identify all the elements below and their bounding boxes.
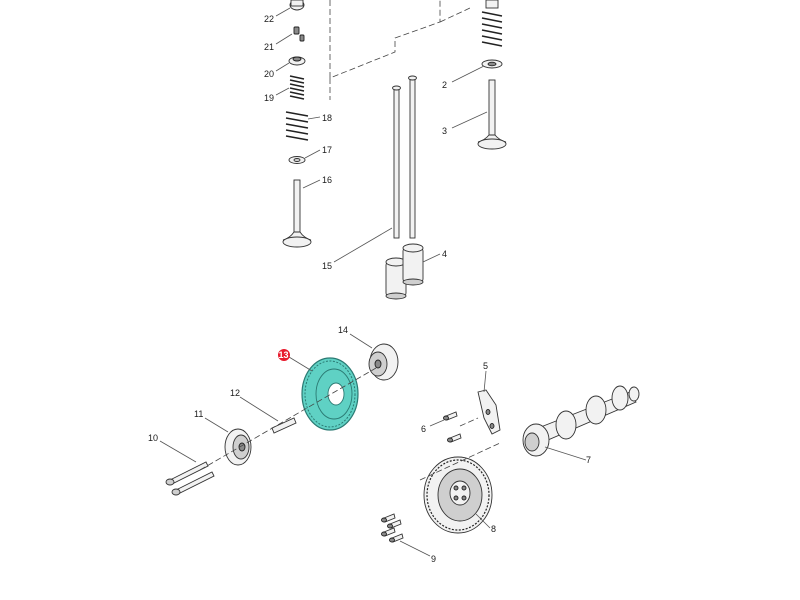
- thrust-flange[interactable]: [224, 428, 252, 466]
- valve-cap[interactable]: [289, 0, 305, 11]
- spring-retainer[interactable]: [288, 56, 306, 66]
- callout-6: 6: [421, 424, 426, 434]
- callout-13-highlighted: 13: [278, 349, 290, 361]
- leader-lines: [159, 7, 587, 557]
- bracket-bolts[interactable]: [443, 411, 462, 443]
- valve-right[interactable]: [477, 79, 507, 150]
- gear-hub[interactable]: [368, 343, 399, 381]
- idler-gear-highlighted[interactable]: [301, 357, 359, 431]
- callout-12: 12: [230, 388, 240, 398]
- callout-18: 18: [322, 113, 332, 123]
- callout-13: 13: [279, 350, 289, 360]
- callout-20: 20: [264, 69, 274, 79]
- valve-assembly-right: [477, 0, 507, 150]
- right-spring-seat[interactable]: [481, 59, 503, 69]
- callout-2: 2: [442, 80, 447, 90]
- callout-17: 17: [322, 145, 332, 155]
- thrust-bracket[interactable]: [477, 389, 501, 435]
- callout-16: 16: [322, 175, 332, 185]
- callout-7: 7: [586, 455, 591, 465]
- valve-collets[interactable]: [293, 26, 305, 42]
- push-rods[interactable]: [392, 75, 417, 239]
- tappets[interactable]: [385, 243, 424, 300]
- callout-15: 15: [322, 261, 332, 271]
- callout-labels: 22 21 20 19 18 17 16 15 4 2 3 14 13 12 1…: [148, 14, 591, 564]
- outer-valve-spring[interactable]: [285, 111, 309, 141]
- callout-22: 22: [264, 14, 274, 24]
- callout-8: 8: [491, 524, 496, 534]
- right-valve-spring[interactable]: [481, 0, 503, 47]
- camshaft-group: [199, 367, 640, 543]
- long-bolts[interactable]: [165, 461, 215, 496]
- callout-14: 14: [338, 325, 348, 335]
- locating-pin[interactable]: [271, 417, 297, 434]
- idler-gear-group: [165, 343, 399, 496]
- inner-valve-spring[interactable]: [289, 75, 305, 100]
- callout-3: 3: [442, 126, 447, 136]
- callout-5: 5: [483, 361, 488, 371]
- camshaft-gear[interactable]: [423, 456, 493, 534]
- callout-21: 21: [264, 42, 274, 52]
- valve-assembly-left: [282, 0, 312, 248]
- spring-seat-washer[interactable]: [288, 156, 306, 164]
- callout-10: 10: [148, 433, 158, 443]
- callout-9: 9: [431, 554, 436, 564]
- gear-bolts[interactable]: [381, 513, 404, 543]
- valve-left[interactable]: [282, 179, 312, 248]
- callout-4: 4: [442, 249, 447, 259]
- camshaft[interactable]: [522, 385, 640, 457]
- callout-11: 11: [194, 409, 203, 419]
- dashed-linkage: [329, 0, 471, 100]
- callout-19: 19: [264, 93, 274, 103]
